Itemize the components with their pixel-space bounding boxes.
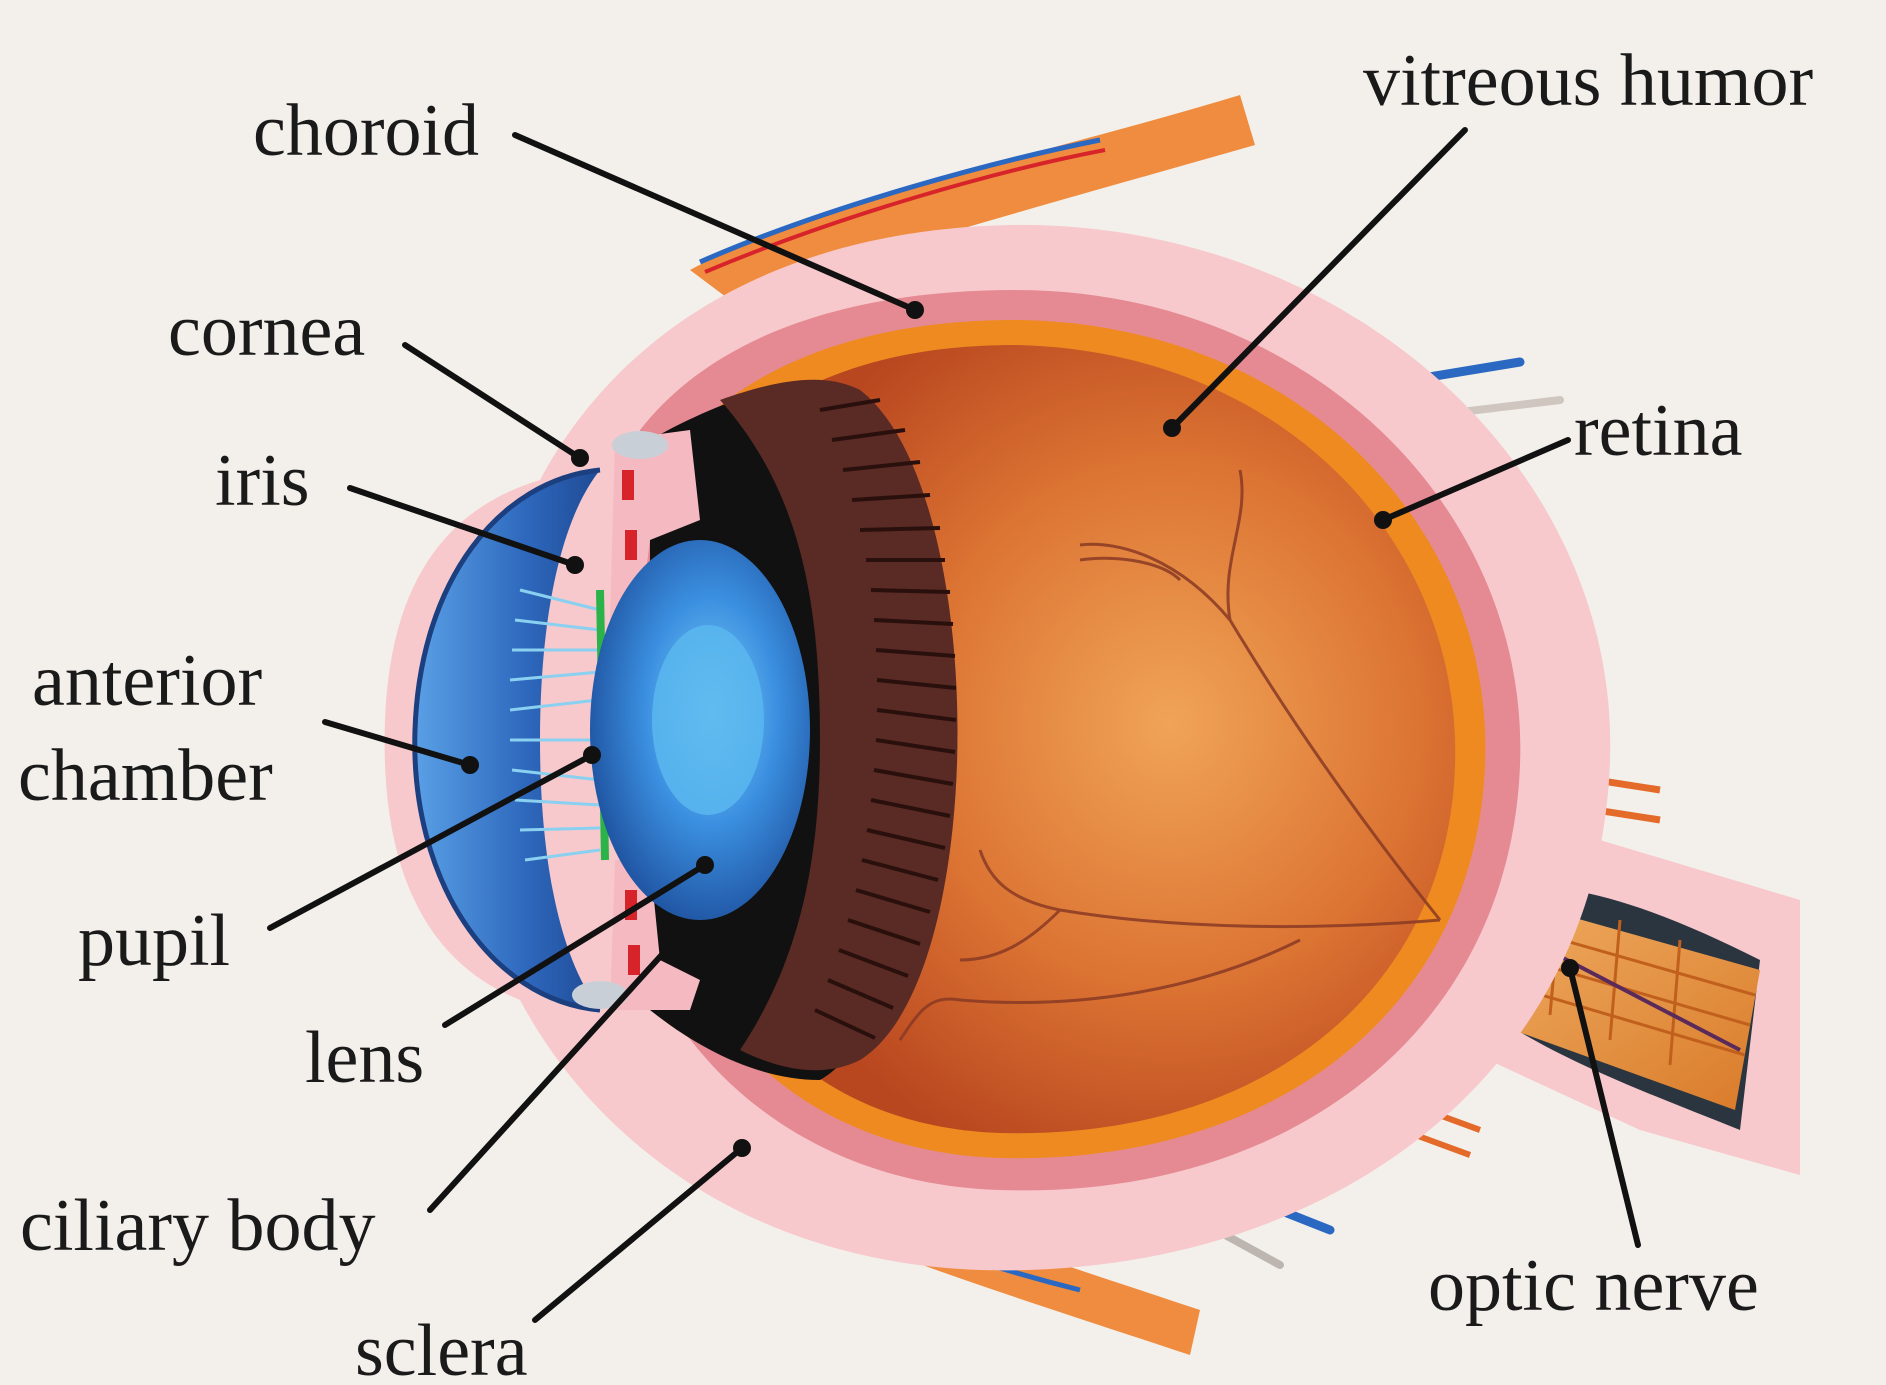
label-choroid: choroid: [253, 90, 479, 172]
label-iris: iris: [215, 440, 310, 522]
label-sclera: sclera: [355, 1310, 528, 1385]
label-vitreous-humor: vitreous humor: [1363, 40, 1813, 122]
label-retina: retina: [1574, 390, 1742, 472]
label-optic-nerve: optic nerve: [1428, 1245, 1759, 1327]
label-anterior: anterior: [32, 640, 262, 722]
label-lens: lens: [305, 1017, 424, 1099]
label-chamber: chamber: [18, 735, 273, 817]
label-cornea: cornea: [168, 290, 365, 372]
label-pupil: pupil: [78, 900, 230, 982]
label-ciliary-body: ciliary body: [20, 1185, 376, 1267]
